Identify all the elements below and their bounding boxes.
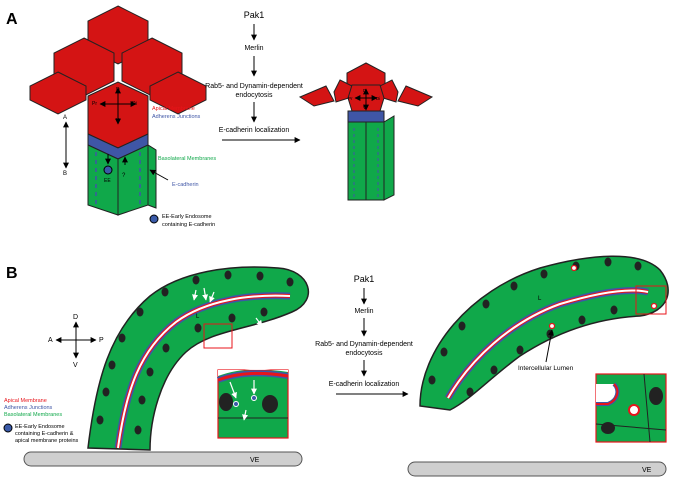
flow-a-pak1: Pak1 xyxy=(244,10,265,20)
axis-b-label: B xyxy=(63,171,67,177)
ve-bar-right xyxy=(407,461,667,477)
inset-left xyxy=(216,369,289,439)
legend-b-endo-line3: apical membrane proteins xyxy=(15,438,79,444)
intercellular-lumen-label: Intercellular Lumen xyxy=(518,365,574,372)
flow-b-merlin: Merlin xyxy=(354,308,373,315)
axis-di-label: Di xyxy=(132,101,137,107)
panel-b-label: B xyxy=(6,265,18,282)
ee-label: EE xyxy=(104,178,111,184)
axis-d-b: D xyxy=(73,314,78,321)
flow-a-rab5-line1: Rab5- and Dynamin-dependent xyxy=(205,83,303,90)
flow-b-ecad: E-cadherin localization xyxy=(329,381,400,388)
intercellular-lumen-pointer xyxy=(545,329,554,363)
flow-b-rab5-line2: endocytosis xyxy=(346,350,383,357)
small-axis-v: V xyxy=(363,105,366,110)
ecadherin-label: E-cadherin xyxy=(172,182,199,188)
axis-cross-b xyxy=(55,321,97,359)
cell-small-axes xyxy=(354,88,378,111)
flow-b-rab5-line1: Rab5- and Dynamin-dependent xyxy=(315,341,413,348)
axis-v-b: V xyxy=(73,362,78,369)
ve-label-left: VE xyxy=(250,457,260,464)
axis-p-b: P xyxy=(99,337,104,344)
legend-endosome-line1: EE-Early Endosome xyxy=(162,214,212,220)
cell-axes xyxy=(99,87,137,125)
zoom-box-left xyxy=(203,323,233,349)
axis-v-label: V xyxy=(116,118,120,124)
tissue-left xyxy=(87,266,310,451)
flow-a-rab5-line2: endocytosis xyxy=(236,92,273,99)
flow-b-pak1: Pak1 xyxy=(354,274,375,284)
inset-left-arrows xyxy=(229,380,257,421)
legend-b-endo-line2: containing E-cadherin & xyxy=(15,431,74,437)
legend-b-endosome-icon xyxy=(3,423,13,433)
endocytosis-arrows-left xyxy=(192,287,263,327)
legend-b-basolateral: Basolateral Membranes xyxy=(4,412,62,418)
zoom-box-right xyxy=(635,285,667,315)
legend-b-apical: Apical Membrane xyxy=(4,398,47,404)
lumen-label-left: L xyxy=(196,314,200,320)
small-axis-di: Di xyxy=(376,96,380,101)
ve-bar-left xyxy=(23,451,303,467)
ecadherin-pointer xyxy=(149,169,169,181)
panel-a-label: A xyxy=(6,11,18,28)
early-endosome xyxy=(103,165,113,175)
legend-endosome-line2: containing E-cadherin xyxy=(162,222,215,228)
axis-pr-label: Pr xyxy=(92,101,97,107)
cell-large-hexes xyxy=(29,5,207,115)
flow-a-merlin: Merlin xyxy=(244,45,263,52)
flow-a-ecad: E-cadherin localization xyxy=(219,127,290,134)
legend-b-endo-line1: EE-Early Endosome xyxy=(15,424,65,430)
tissue-right xyxy=(419,255,669,411)
legend-b-adherens: Adherens Junctions xyxy=(4,405,53,411)
small-axis-pr: Pr xyxy=(348,96,353,101)
small-axis-d: D xyxy=(363,88,367,93)
question-label: ? xyxy=(122,173,126,179)
apical-membrane-label: Apical Membrane xyxy=(152,106,195,112)
ve-label-right: VE xyxy=(642,467,652,474)
lumen-label-right: L xyxy=(538,296,542,302)
axis-a-b: A xyxy=(48,337,53,344)
cell-large-body xyxy=(87,81,157,216)
adherens-junctions-label: Adherens Junctions xyxy=(152,114,201,120)
basolateral-membranes-label: Basolateral Membranes xyxy=(158,156,216,162)
cell-small xyxy=(298,62,434,201)
axis-d-label: D xyxy=(116,87,120,93)
legend-endosome-icon xyxy=(149,214,159,224)
axis-a-label: A xyxy=(63,115,67,121)
inset-right xyxy=(595,373,667,443)
